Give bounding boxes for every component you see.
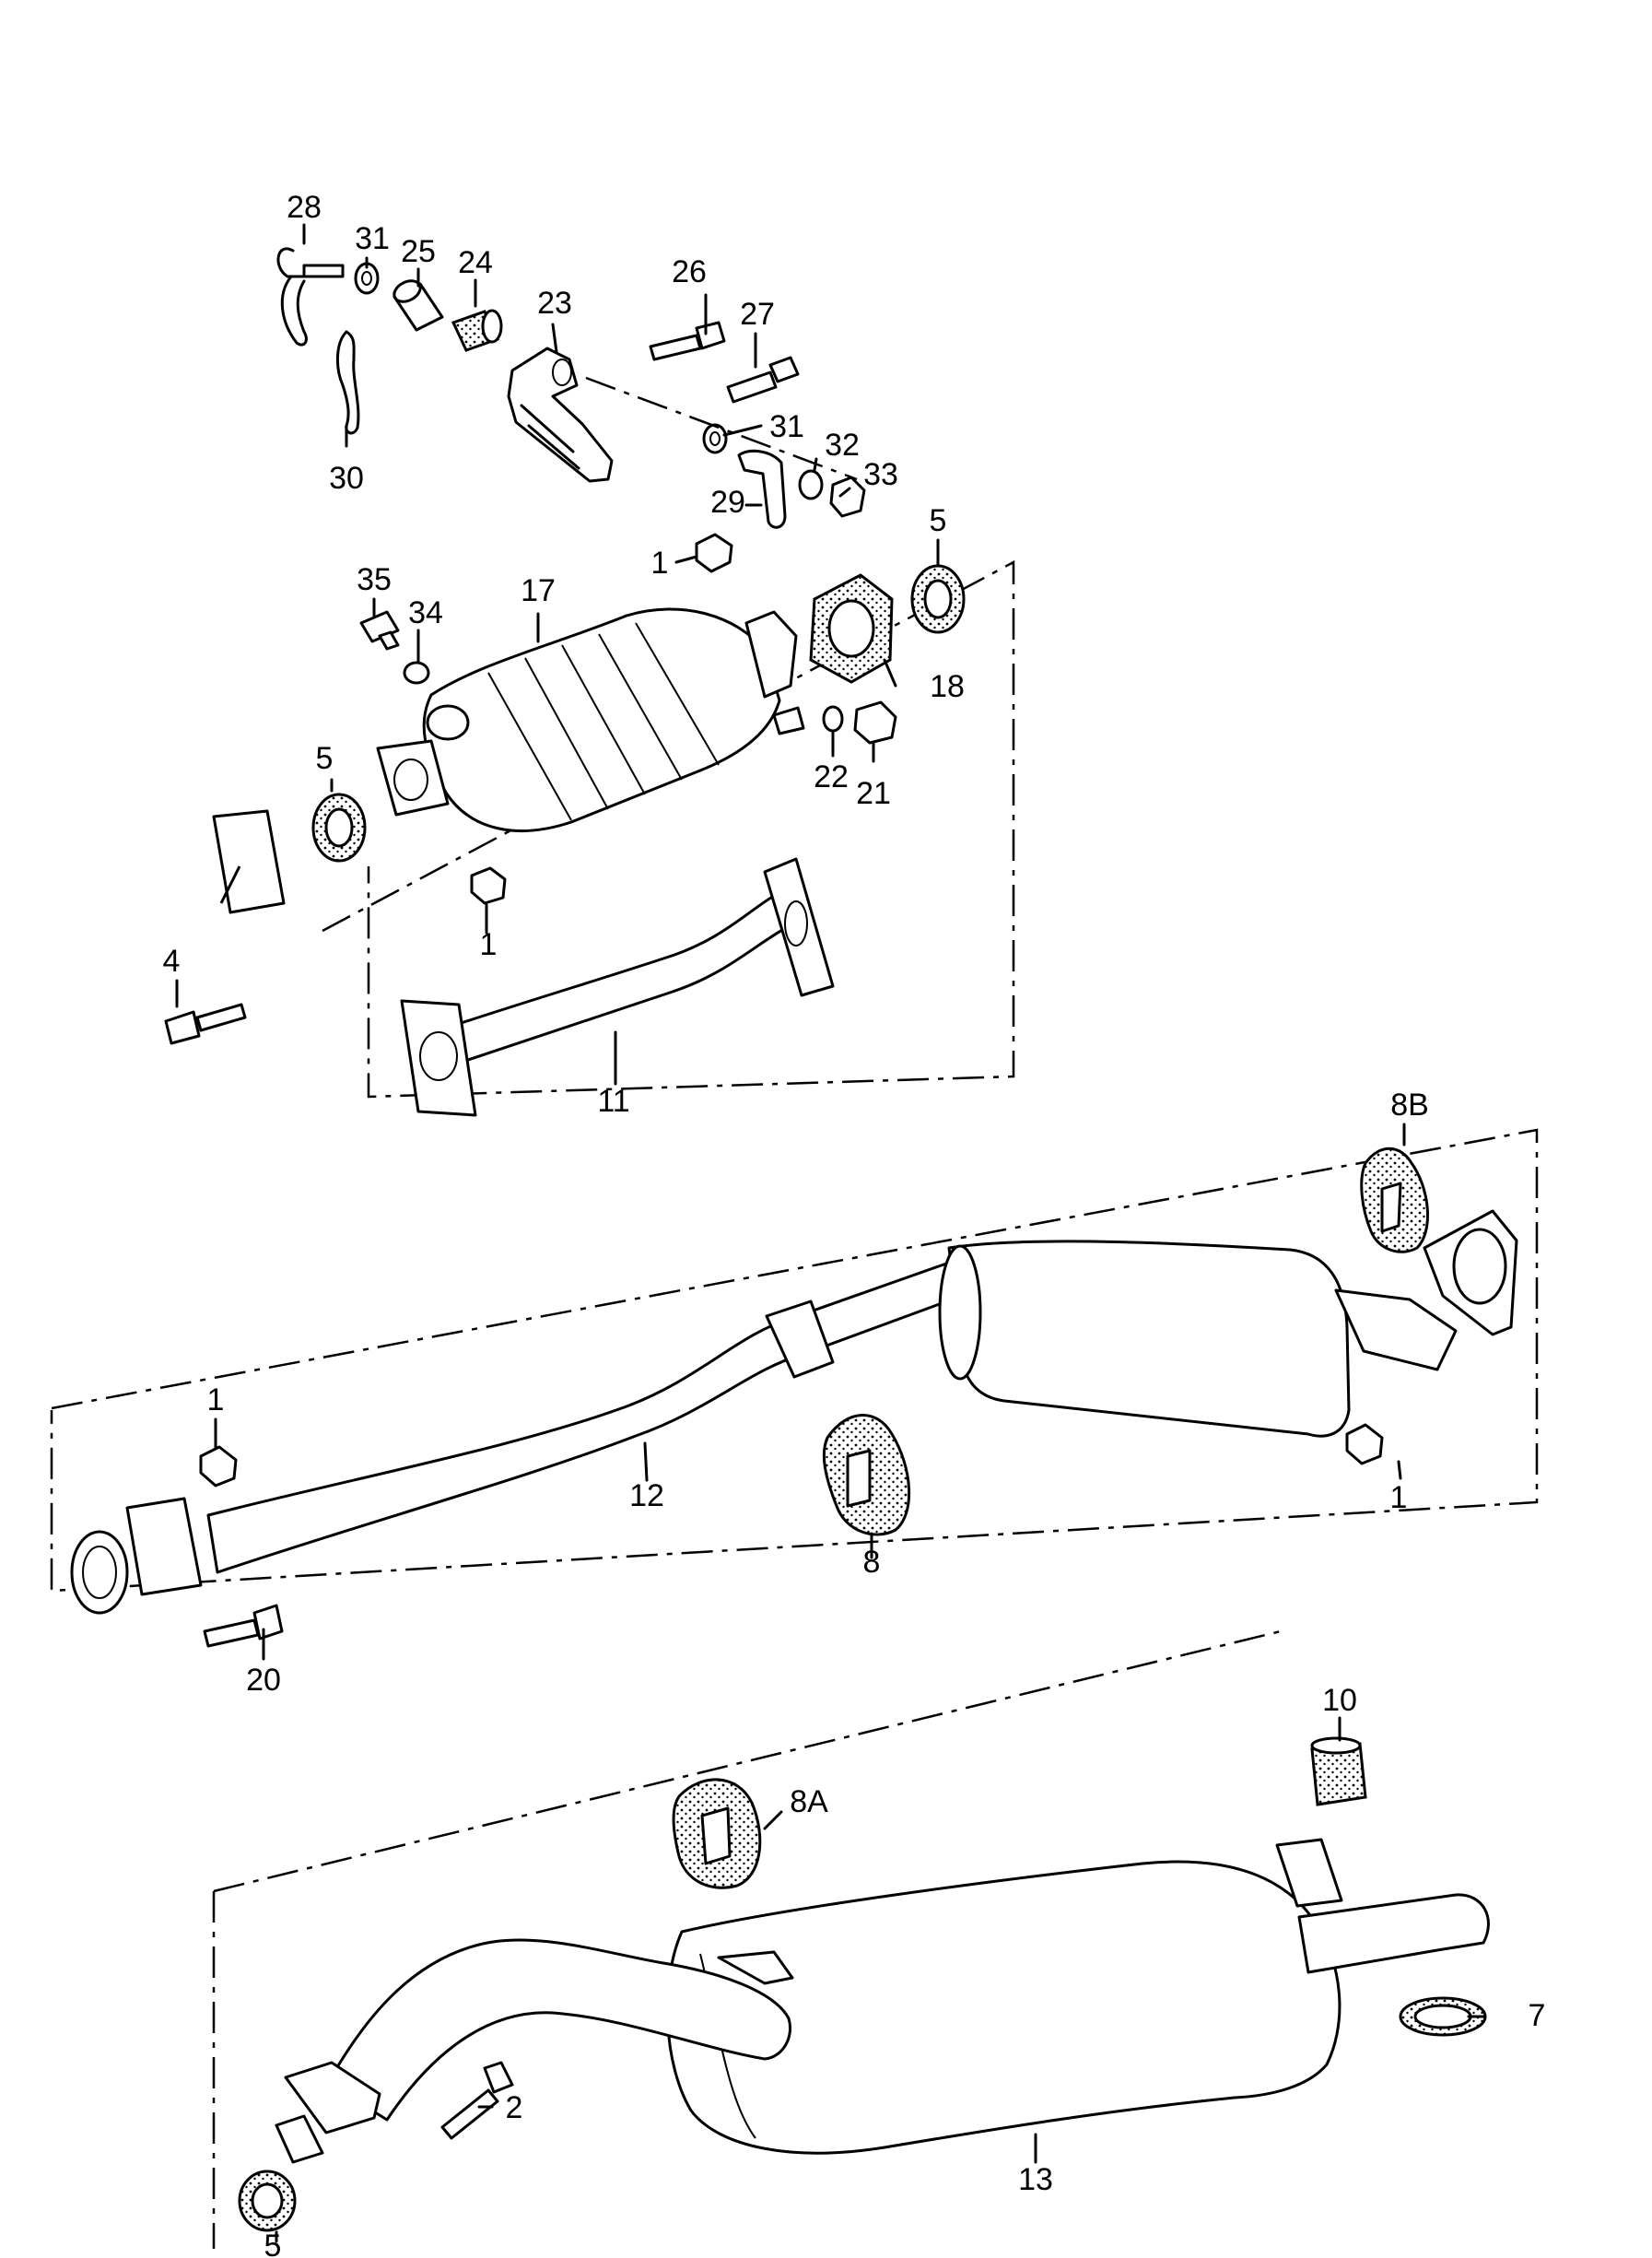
callout-1-left: 1: [207, 1382, 225, 1417]
callout-33: 33: [863, 457, 898, 492]
hanger-bracket-group: [276, 247, 866, 573]
part-33-nut: [829, 476, 866, 518]
callout-4: 4: [163, 944, 181, 979]
callout-22: 22: [814, 759, 849, 794]
callout-8A: 8A: [790, 1784, 828, 1819]
part-11-intermediate-pipe: [431, 894, 792, 1067]
callout-35: 35: [357, 562, 392, 597]
front-silencer-group: [50, 1128, 1539, 1648]
part-26-bolt: [649, 334, 702, 361]
part-1-nut-top: [695, 533, 733, 573]
callout-1-top: 1: [651, 546, 669, 581]
part-13-rear-silencer: [665, 1860, 1342, 2155]
callout-30: 30: [329, 461, 364, 496]
part-22-washer: [822, 705, 844, 733]
part-12-front-silencer-body: [947, 1240, 1351, 1438]
part-1-nut-mid: [470, 866, 507, 905]
callout-5-top: 5: [930, 503, 947, 538]
callout-26: 26: [672, 254, 707, 289]
callout-8: 8: [863, 1545, 881, 1580]
callout-20: 20: [246, 1663, 281, 1698]
part-31-washer-lower: [702, 423, 728, 454]
callout-11: 11: [597, 1084, 629, 1119]
part-29-strap: [737, 449, 787, 529]
callout-5-rear: 5: [264, 2229, 282, 2258]
part-1-nut-left: [199, 1445, 238, 1488]
part-12-clamp: [765, 1300, 835, 1379]
part-2-bolt: [440, 2088, 499, 2140]
part-13-tailpipe: [1297, 1893, 1490, 1974]
callout-2: 2: [506, 2090, 523, 2125]
callout-29: 29: [710, 485, 745, 520]
callout-1-right: 1: [1390, 1480, 1408, 1515]
part-32-washer: [798, 469, 824, 500]
callout-23: 23: [537, 286, 572, 321]
part-21-nut: [853, 700, 897, 745]
callout-31-mid: 31: [769, 409, 804, 444]
leader-lines: [175, 223, 1487, 2243]
part-12-front-flange: [125, 1497, 203, 1596]
callout-17: 17: [521, 573, 556, 608]
part-30-clip: [335, 330, 360, 435]
callout-27: 27: [740, 297, 775, 332]
callout-5-left: 5: [316, 741, 334, 776]
callout-32: 32: [825, 428, 860, 463]
converter-group: [164, 559, 1015, 1117]
part-20-bolt: [203, 1618, 260, 1648]
part-4-flange-pipe: [212, 809, 286, 914]
callout-13: 13: [1018, 2162, 1053, 2197]
callout-31-top: 31: [355, 221, 390, 256]
callout-24: 24: [458, 245, 493, 280]
part-1-nut-right: [1345, 1423, 1384, 1465]
part-28-pin: [302, 264, 345, 278]
callout-18: 18: [930, 669, 965, 704]
callout-1-mid: 1: [480, 927, 498, 962]
callout-labels: 28 31 25 24 23 26 27 31 32 33 30 29 1 5 …: [163, 190, 1546, 2258]
part-27-bolt: [726, 370, 778, 404]
callout-12: 12: [629, 1478, 664, 1513]
part-13-inlet-pipe: [326, 1938, 791, 2122]
part-28-clip: [276, 247, 311, 347]
part-23-bracket: [507, 347, 614, 483]
callout-7: 7: [1529, 1998, 1546, 2033]
part-13-flange: [284, 2061, 381, 2135]
part-34-washer: [403, 661, 430, 685]
callout-25: 25: [401, 234, 436, 269]
rear-silencer-group: [212, 1629, 1490, 2249]
callout-10: 10: [1322, 1683, 1357, 1718]
callout-21: 21: [856, 776, 891, 811]
callout-8B: 8B: [1390, 1088, 1429, 1123]
part-4-bolt: [195, 1003, 247, 1032]
callout-34: 34: [408, 595, 443, 630]
callout-28: 28: [287, 190, 322, 225]
